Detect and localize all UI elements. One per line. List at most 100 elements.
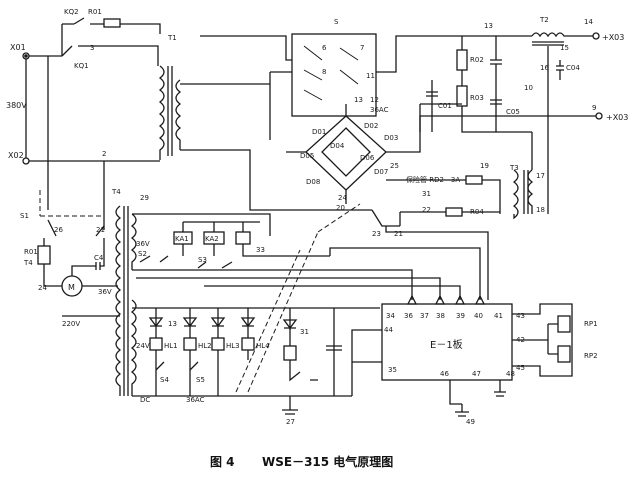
lamp-hl2 xyxy=(183,337,197,351)
figure-caption: 图 4 WSE－315 电气原理图 xyxy=(210,454,393,469)
lamp-hl4 xyxy=(241,337,255,351)
wire-relay-top xyxy=(132,213,271,236)
label-node-11-20: 20 xyxy=(336,204,345,212)
wire-rp xyxy=(512,303,573,377)
wire-motor-cap xyxy=(71,238,118,287)
wire-t1-bottom xyxy=(180,149,372,211)
switch-s-box xyxy=(291,33,377,117)
label-rp2: RP2 xyxy=(584,352,598,360)
t1-core xyxy=(167,66,173,156)
label-node-40: 40 xyxy=(474,312,483,320)
mechanical-link-dashed xyxy=(235,203,361,393)
label-node-2: 2 xyxy=(102,150,106,158)
e1-board: E－1板 34 36 37 38 39 40 41 35 44 46 47 48… xyxy=(351,294,525,426)
label-node-34: 34 xyxy=(386,312,395,320)
t3-secondary xyxy=(527,169,534,214)
wire-t3-to-board xyxy=(371,209,489,300)
label-node-19: 19 xyxy=(480,162,489,170)
label-d05: D05 xyxy=(300,152,314,160)
terminal-x03 xyxy=(592,32,600,40)
label-36v-motor: 36V xyxy=(98,288,112,296)
wire-fuse xyxy=(386,179,501,198)
label-node-47: 47 xyxy=(472,370,481,378)
label-d04: D04 xyxy=(330,142,345,150)
label-x03: +X03 xyxy=(602,33,624,42)
label-node-27: 27 xyxy=(286,418,295,426)
label-node-13: 13 xyxy=(168,320,177,328)
ground-board xyxy=(494,380,506,397)
wire-left-supply xyxy=(47,56,105,230)
label-ka1: KA1 xyxy=(175,235,189,243)
label-node-43: 43 xyxy=(516,312,525,320)
label-s6: S4 xyxy=(160,376,169,384)
label-36ac: 36AC xyxy=(186,396,205,404)
wire-bridge-outputs xyxy=(286,104,421,204)
wire-neg-output xyxy=(419,115,596,132)
wire-board-left xyxy=(351,329,382,396)
wire-relay-bottom2 xyxy=(136,277,441,300)
label-ac: 36AC xyxy=(370,106,389,114)
resistor-r17 xyxy=(283,345,297,361)
wire-r01b xyxy=(43,238,62,287)
wire-rp-wipers xyxy=(547,323,558,355)
pot-rp1 xyxy=(557,315,571,333)
label-node-13b: 13 xyxy=(354,96,363,104)
label-s1: S2 xyxy=(138,250,147,258)
label-r02: R02 xyxy=(470,56,484,64)
resistor-r02 xyxy=(456,49,468,71)
wire-filter-left xyxy=(461,36,532,133)
label-c05: C05 xyxy=(506,108,520,116)
t1-primary-coil xyxy=(158,65,165,160)
label-t3: T3 xyxy=(509,164,519,172)
relay-y-coil xyxy=(235,231,251,245)
label-node-21: 21 xyxy=(96,226,105,234)
label-node-36: 36 xyxy=(404,312,413,320)
wire-relay-coils xyxy=(182,222,330,257)
label-r01: R01 xyxy=(88,8,102,16)
t4-transformer: 29 xyxy=(115,194,149,396)
label-node-31: 31 xyxy=(422,190,431,198)
wire-relay-feed xyxy=(329,247,481,300)
label-hl2: HL2 xyxy=(198,342,212,350)
label-x04: +X03 xyxy=(606,113,628,122)
label-node-16: 16 xyxy=(540,64,549,72)
label-node-41: 41 xyxy=(494,312,503,320)
wire-switch-s xyxy=(269,35,532,140)
label-kq1: KQ1 xyxy=(74,62,89,70)
label-c01: C01 xyxy=(438,102,452,110)
label-r03: R03 xyxy=(470,94,484,102)
label-node-15: 15 xyxy=(560,44,569,52)
label-node-14: 14 xyxy=(584,18,593,26)
resistor-r01 xyxy=(103,18,121,28)
label-node-26: 26 xyxy=(54,226,63,234)
capacitor-c02 xyxy=(490,36,502,132)
diode-1 xyxy=(148,317,164,328)
label-24v: 24V xyxy=(136,342,150,350)
label-s: S xyxy=(334,18,339,26)
lamp-switches xyxy=(155,361,199,371)
label-node-21b: 21 xyxy=(394,230,403,238)
label-node-6: 6 xyxy=(322,44,327,52)
selector-switch: S 6 7 8 11 12 36AC xyxy=(180,18,532,211)
capacitor-c03 xyxy=(490,99,502,105)
capacitor-c04 xyxy=(556,60,564,80)
label-s4: S5 xyxy=(196,376,205,384)
input-section: X01 X02 380V KQ2 R01 KQ1 3 T1 2 S1 26 21… xyxy=(6,8,182,328)
label-node-44: 44 xyxy=(384,326,393,334)
label-d03: D03 xyxy=(384,134,398,142)
wire-relay-bottom xyxy=(132,269,413,300)
label-d06: D06 xyxy=(360,154,375,162)
rectifier-bridge: D01 D02 D03 D04 D05 D06 D07 D08 13 25 24… xyxy=(286,96,421,212)
label-s5: S3 xyxy=(198,256,207,264)
label-c04: C04 xyxy=(566,64,580,72)
resistor-r03 xyxy=(456,85,468,107)
fuse-rd2 xyxy=(465,175,483,185)
label-node-18: 18 xyxy=(536,206,545,214)
wire-top-input xyxy=(29,45,159,66)
label-d02: D02 xyxy=(364,122,378,130)
potentiometers: RP1 RP2 xyxy=(512,303,598,377)
t4-secondary-bottom xyxy=(130,299,137,396)
label-e1-board: E－1板 xyxy=(430,338,463,351)
inductor-t2-core xyxy=(532,41,564,46)
label-kq2: KQ2 xyxy=(64,8,79,16)
